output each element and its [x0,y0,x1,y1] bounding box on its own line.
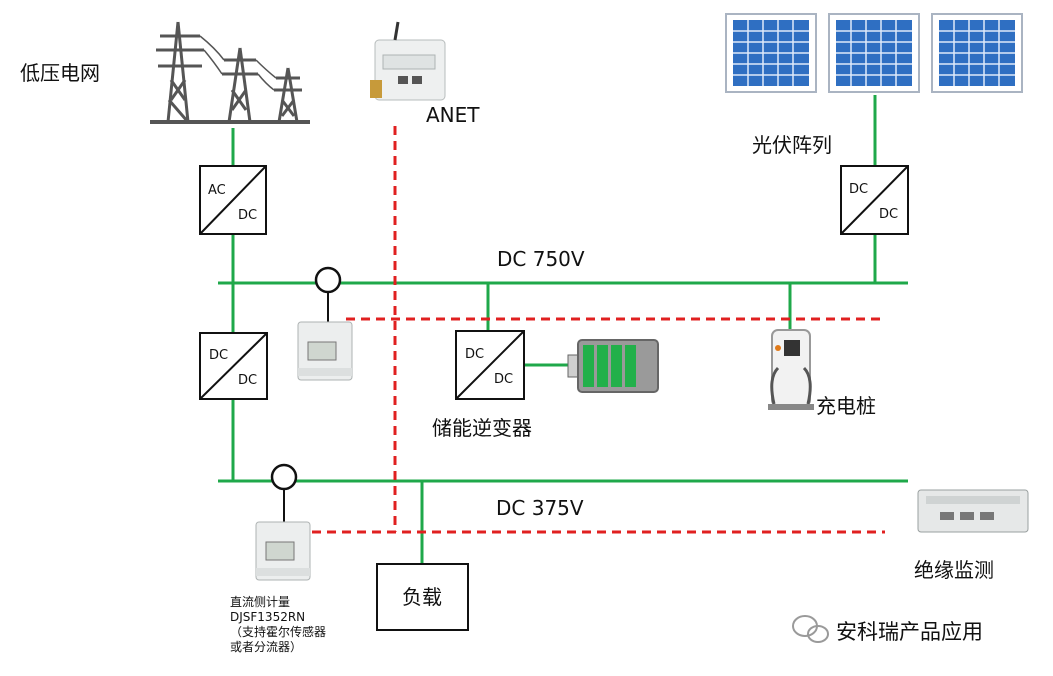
battery-icon [567,339,659,393]
converter-bottom-label: DC [238,373,257,388]
storage-inverter-label: 储能逆变器 [432,416,532,440]
solar-panel-icon [725,13,817,93]
meter-note-line3: （支持霍尔传感器 [230,624,326,639]
comm-lines [312,126,885,534]
current-sensor-icon [314,266,342,294]
load-label: 负载 [402,585,442,609]
bus-750-label: DC 750V [497,247,585,271]
wechat-icon [792,615,829,643]
charging-pile-icon [768,329,814,410]
solar-panel-icon [931,13,1023,93]
anet-gateway-icon [370,21,446,101]
charging-pile-label: 充电桩 [816,394,876,418]
converter-bottom-label: DC [879,207,898,222]
converter-top-label: DC [465,347,484,362]
converter-top-label: DC [849,182,868,197]
converter-bottom-label: DC [238,208,257,223]
anet-label: ANET [426,103,480,127]
dc-dc-converter-pv: DC DC [840,165,909,235]
watermark-text: 安科瑞产品应用 [836,620,983,644]
converter-top-label: DC [209,348,228,363]
insulation-monitor-label: 绝缘监测 [914,558,994,582]
solar-panel-icon [828,13,920,93]
load-box: 负载 [376,563,469,631]
converter-bottom-label: DC [494,372,513,387]
dc-meter-upper [297,266,353,381]
dc-dc-converter-storage: DC DC [455,330,525,400]
dc-dc-converter-main: DC DC [199,332,268,400]
dc-meter-lower [255,463,311,581]
insulation-monitor-icon [917,489,1029,533]
grid-label: 低压电网 [20,61,100,85]
converter-top-label: AC [208,183,226,198]
meter-note-line4: 或者分流器） [230,640,302,654]
current-sensor-icon [270,463,298,491]
meter-note-line1: 直流侧计量 [230,595,290,609]
pv-panels [725,13,1023,93]
pv-array-label: 光伏阵列 [752,133,832,157]
bus-375-label: DC 375V [496,496,584,520]
meter-note-line2: DJSF1352RN [230,610,305,624]
power-tower-icon [150,21,310,124]
ac-dc-converter: AC DC [199,165,267,235]
